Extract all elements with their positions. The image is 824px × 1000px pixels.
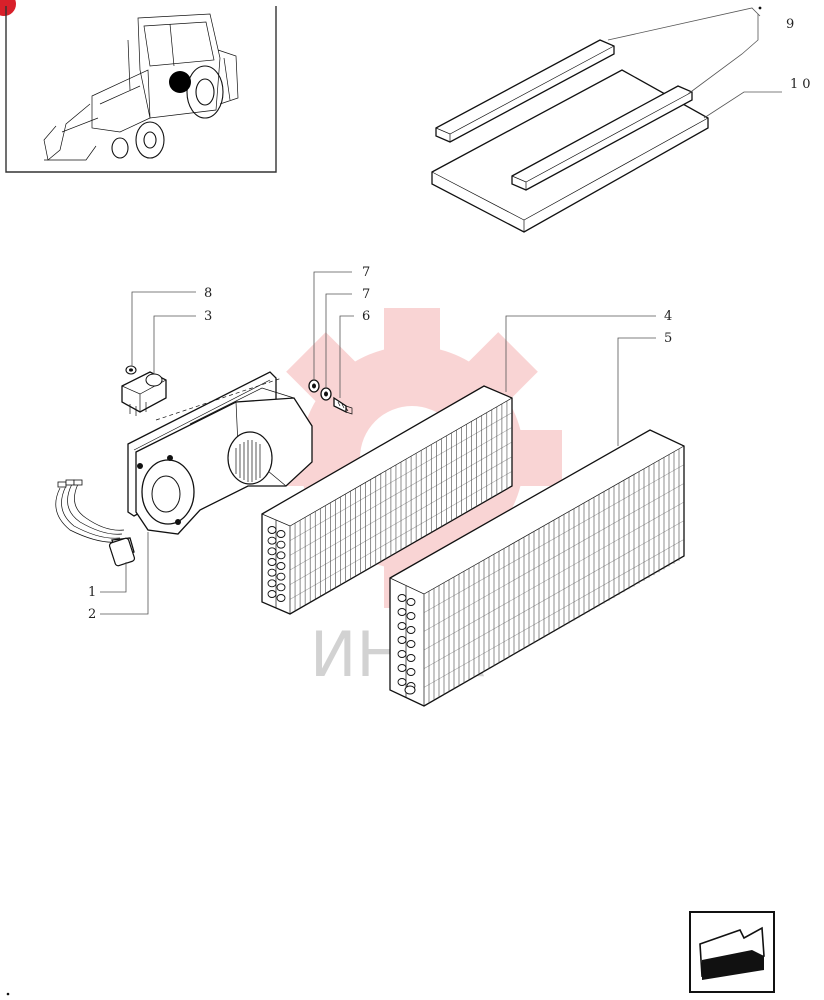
location-dot-icon [169, 71, 191, 93]
wiring-harness [55, 479, 136, 567]
relay-resistor [121, 371, 167, 416]
leader-lines [100, 7, 782, 615]
callout-7-lower: 7 [362, 287, 370, 302]
evaporator-core-fins [423, 448, 685, 704]
callout-6: 6 [362, 309, 370, 324]
callout-labels: 9 10 7 7 6 8 3 4 5 1 2 [88, 6, 815, 622]
backhoe-loader-sketch [43, 13, 239, 161]
callout-9: 9 [786, 17, 794, 32]
evaporator-core-part-5 [389, 429, 685, 707]
next-page-button[interactable] [689, 911, 775, 993]
callout-3: 3 [204, 309, 212, 324]
evaporator-core-tube-ends [397, 594, 416, 690]
callout-1: 1 [88, 585, 96, 600]
heater-core-tube-ends [267, 526, 286, 602]
fan-wheel [235, 440, 261, 482]
nut-part-8 [125, 365, 137, 375]
page-speck [6, 992, 10, 996]
arrow-next-page-icon [699, 926, 765, 980]
washers-and-bolt [308, 379, 353, 415]
machine-wheels [111, 65, 224, 159]
callout-4: 4 [664, 309, 672, 324]
callout-10: 10 [790, 77, 815, 92]
callout-8: 8 [204, 286, 212, 301]
callout-2: 2 [88, 607, 96, 622]
callout-7-upper: 7 [362, 265, 370, 280]
machine-location-inset [5, 6, 277, 173]
callout-5: 5 [664, 331, 672, 346]
blower-housing [127, 371, 313, 535]
insulation-panel-assembly [431, 39, 709, 233]
heater-core-fins [289, 400, 513, 612]
corner-badge-icon [0, 0, 16, 16]
heater-core-part-4 [261, 385, 513, 615]
